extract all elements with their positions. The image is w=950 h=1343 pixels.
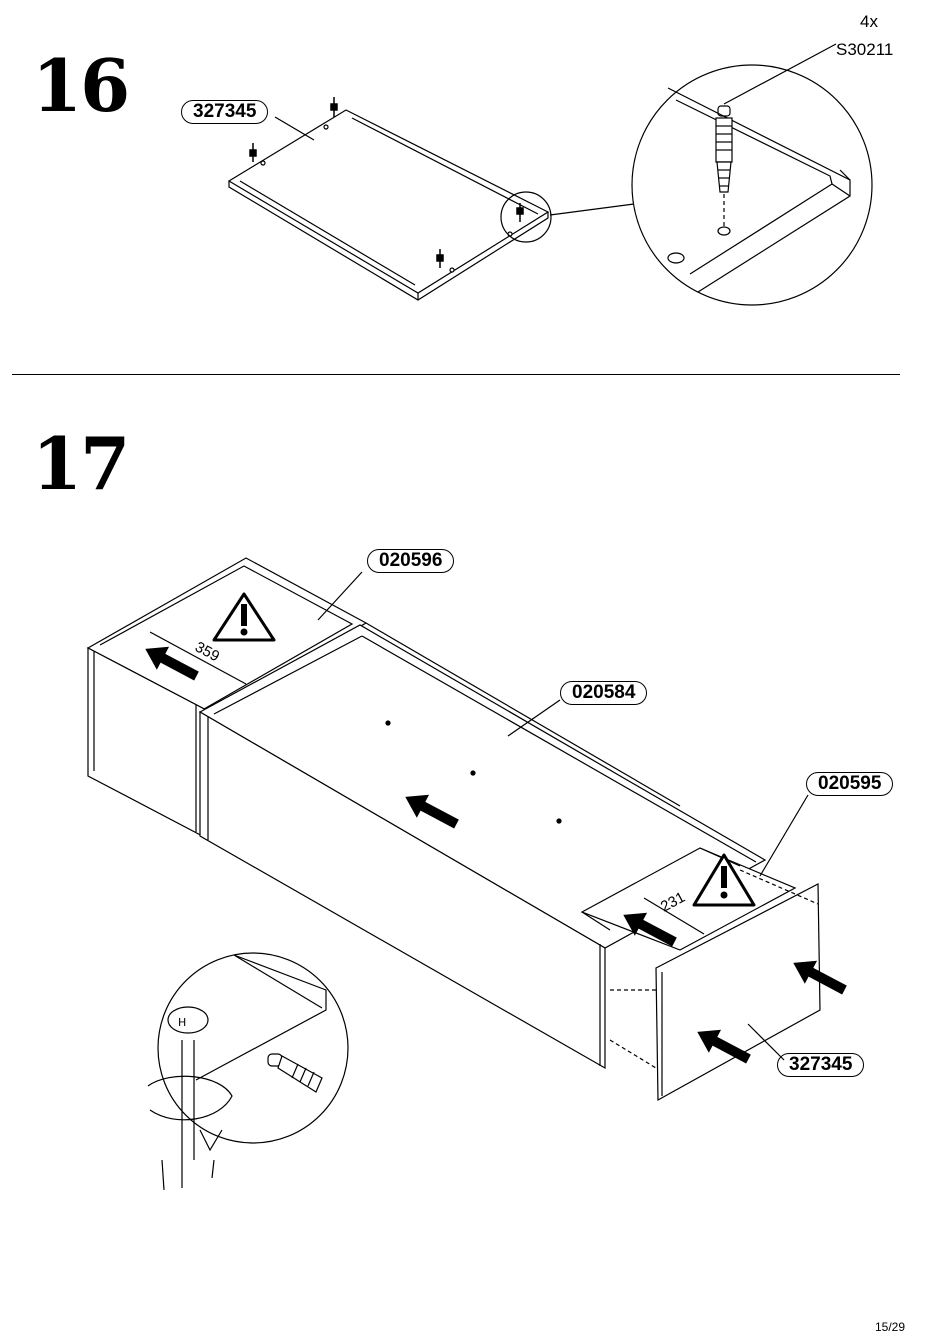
leader-line (274, 116, 315, 141)
page-number: 15/29 (874, 1320, 905, 1334)
hardware-quantity: 4x (860, 12, 878, 31)
screwdriver-icon: H (147, 1006, 233, 1191)
svg-text:H: H (178, 1016, 186, 1029)
zoom-detail-circle (631, 43, 873, 306)
part-label-020595: 020595 (806, 772, 894, 796)
warning-icon (692, 853, 756, 907)
dowel-icon (249, 97, 524, 268)
dimension-359 (149, 631, 247, 685)
warning-icon (212, 592, 276, 642)
arrow-icon (623, 912, 677, 947)
part-label-327345-front: 327345 (777, 1053, 865, 1077)
screwdriver-detail-circle: H (147, 952, 349, 1191)
step-16-number: 16 (32, 43, 130, 128)
part-label-020596: 020596 (367, 549, 455, 573)
section-divider (12, 374, 900, 375)
arrow-icon (405, 794, 459, 829)
hardware-code: S30211 (836, 40, 894, 59)
part-label-020584: 020584 (560, 681, 648, 705)
cabinet-top-panel (198, 622, 767, 1070)
cam-bolt-icon (715, 105, 733, 193)
detail-marker-circle (500, 191, 552, 243)
screw-icon (267, 1053, 323, 1093)
step-16-part-label: 327345 (181, 100, 269, 124)
dimension-231 (643, 897, 705, 935)
step-17-number: 17 (32, 421, 130, 506)
step-16-board (227, 109, 550, 301)
arrow-icon (793, 960, 847, 995)
arrow-icon (145, 646, 199, 681)
front-panel (609, 869, 821, 1102)
arrow-icon (697, 1029, 751, 1064)
